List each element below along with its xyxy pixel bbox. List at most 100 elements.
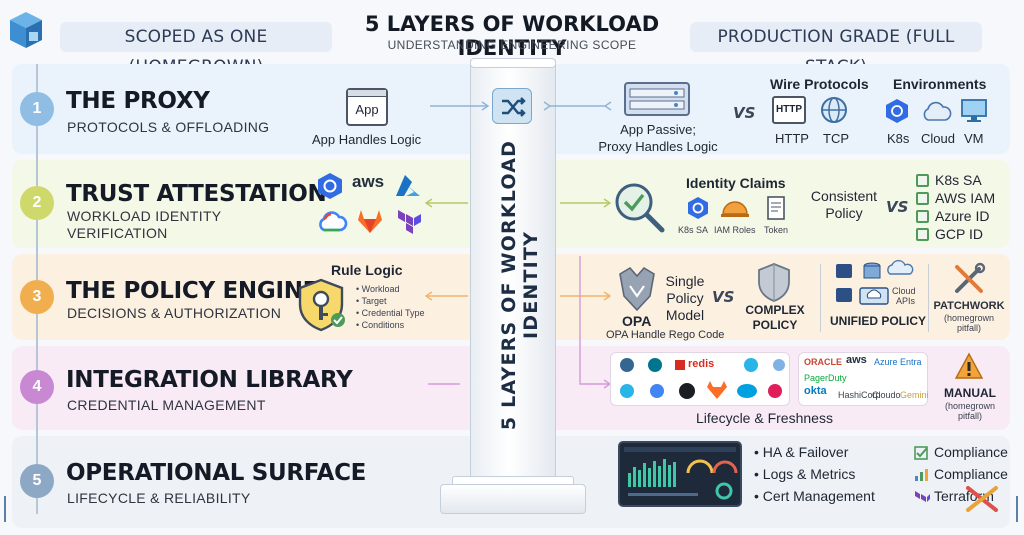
key-shield-icon <box>298 278 345 332</box>
dashboard-screenshot <box>618 441 742 507</box>
layer-2-subtitle-line2: VERIFICATION <box>67 225 168 241</box>
vm-env-label: VM <box>964 131 984 146</box>
proxy-server-icon <box>624 82 690 116</box>
cloud-icon <box>923 101 952 121</box>
layer-4-number: 4 <box>20 370 54 404</box>
layer-5-subtitle: LIFECYCLE & RELIABILITY <box>67 490 251 506</box>
http-icon: HTTP <box>772 96 806 124</box>
layer-2-number: 2 <box>20 186 54 220</box>
layer-3-vs: VS <box>712 288 735 306</box>
patchwork-label: PATCHWORK <box>933 300 1005 312</box>
layer-4-title: INTEGRATION LIBRARY <box>66 367 353 393</box>
warning-icon <box>954 352 984 379</box>
k8s-env-label: K8s <box>887 131 910 146</box>
claim-iam-roles-label: IAM Roles <box>714 225 756 235</box>
layer-3-number: 3 <box>20 280 54 314</box>
check-azure-id-icon <box>916 210 929 223</box>
terraform-logo-icon <box>398 210 421 234</box>
opa-logo-icon <box>619 266 655 312</box>
check-aws-iam-label: AWS IAM <box>935 190 996 206</box>
policy-model-label-1: Policy <box>666 290 704 306</box>
app-handles-logic-label: App Handles Logic <box>312 132 422 147</box>
manual-note-1: (homegrown <box>944 401 996 411</box>
rule-item-conditions: • Conditions <box>356 320 405 330</box>
layer-1-vs: VS <box>733 104 756 122</box>
layer-2-subtitle-line1: WORKLOAD IDENTITY <box>67 208 222 224</box>
claim-k8s-sa-label: K8s SA <box>678 225 709 235</box>
complex-policy-shield-icon <box>758 263 790 302</box>
homegrown-scope-pill: SCOPED AS ONE (HOMEGROWN) <box>60 22 332 77</box>
cloud-apis-label-1: Cloud <box>892 286 916 296</box>
layer-3-subtitle: DECISIONS & AUTHORIZATION <box>67 305 282 321</box>
oracle-logo-label: ORACLE <box>804 357 842 367</box>
manual-note-2: pitfall) <box>957 411 982 421</box>
aws-logo-label: aws <box>846 354 867 366</box>
pagerduty-logo-label: PagerDuty <box>804 373 847 383</box>
identity-claims-heading: Identity Claims <box>686 175 786 191</box>
patchwork-tools-icon <box>955 262 986 293</box>
app-window-icon: App <box>346 88 388 126</box>
gitlab-logo-icon <box>358 210 382 233</box>
aws-logo-icon: aws <box>352 172 385 191</box>
bullet-logs-metrics: • Logs & Metrics <box>754 466 856 482</box>
layer-1-subtitle: PROTOCOLS & OFFLOADING <box>67 119 270 135</box>
opa-caption: OPA Handle Rego Code <box>606 329 725 341</box>
policy-model-label-2: Model <box>665 307 705 323</box>
opa-label: OPA <box>622 313 652 329</box>
claim-token-label: Token <box>764 225 789 235</box>
layer-4-subtitle: CREDENTIAL MANAGEMENT <box>67 397 266 413</box>
compliance-label-1: Compliance <box>934 444 1008 460</box>
cloud-env-label: Cloud <box>921 131 955 146</box>
brand-logo-icon <box>10 12 42 48</box>
app-passive-label: App Passive; <box>620 122 696 137</box>
layer-2-vs: VS <box>886 198 909 216</box>
okta-logo-label: okta <box>804 385 827 397</box>
manual-label: MANUAL <box>944 386 996 400</box>
kubernetes-logo-icon <box>318 173 342 199</box>
magnifier-check-icon <box>615 183 665 233</box>
layer-1-title: THE PROXY <box>66 88 210 114</box>
patchwork-note-1: (homegrown <box>943 313 995 323</box>
azure-entra-logo-label: Azure Entra <box>874 357 922 367</box>
tcp-label: TCP <box>823 131 849 146</box>
pillar-cap <box>470 58 556 68</box>
compliance-check-icon <box>914 446 928 460</box>
rule-logic-heading: Rule Logic <box>331 262 403 278</box>
bottom-left-marker <box>4 496 6 522</box>
check-k8s-sa-icon <box>916 174 929 187</box>
layer-2-title: TRUST ATTESTATION <box>66 181 327 207</box>
policy-label: Policy <box>825 205 863 221</box>
http-label: HTTP <box>775 131 809 146</box>
central-pillar <box>470 60 556 490</box>
unified-policy-label: UNIFIED POLICY <box>830 314 927 328</box>
single-label: Single <box>665 273 705 289</box>
google-cloud-logo-icon <box>319 211 348 232</box>
layer-5-number: 5 <box>20 464 54 498</box>
bullet-cert-management: • Cert Management <box>754 488 875 504</box>
proxy-handles-logic-label: Proxy Handles Logic <box>598 139 718 154</box>
layer-3-divider-2 <box>928 264 929 332</box>
vm-monitor-icon <box>961 99 987 122</box>
iam-hardhat-icon <box>721 201 749 217</box>
integration-grid-left <box>610 352 790 406</box>
integration-grid-right <box>798 352 928 406</box>
cross-mark-icon <box>966 486 998 512</box>
rule-item-credential-type: • Credential Type <box>356 308 425 318</box>
bullet-ha-failover: • HA & Failover <box>754 444 849 460</box>
page-title: 5 LAYERS OF WORKLOAD IDENTITY <box>364 12 660 60</box>
k8s-sa-icon <box>688 197 708 219</box>
check-azure-id-label: Azure ID <box>935 208 990 224</box>
layer-1-number: 1 <box>20 92 54 126</box>
production-scope-pill: PRODUCTION GRADE (FULL STACK) <box>690 22 982 77</box>
pillar-base <box>440 484 586 514</box>
flow-arrows <box>424 101 612 389</box>
patchwork-note-2: pitfall) <box>956 323 981 333</box>
compliance-label-2: Compliance <box>934 466 1008 482</box>
environments-heading: Environments <box>893 76 987 92</box>
terraform-icon <box>915 491 930 502</box>
lifecycle-freshness-label: Lifecycle & Freshness <box>696 410 833 426</box>
layer-5-title: OPERATIONAL SURFACE <box>66 460 367 486</box>
redis-logo-label: redis <box>688 358 715 370</box>
layer-3-title: THE POLICY ENGINE <box>66 278 319 304</box>
azure-logo-icon <box>396 175 420 196</box>
